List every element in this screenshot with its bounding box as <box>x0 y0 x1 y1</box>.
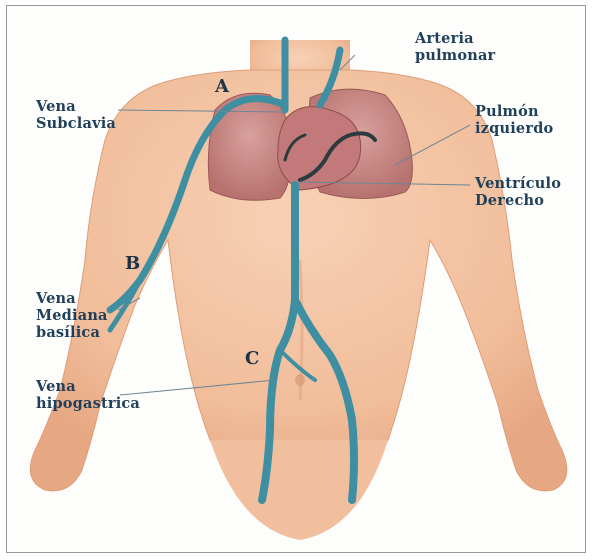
marker-a: A <box>215 78 229 96</box>
marker-b: B <box>125 255 140 273</box>
label-mediana-line-1: Vena <box>36 290 108 307</box>
label-subclavia-line-2: Subclavia <box>36 115 116 132</box>
label-pulmon-line-2: izquierdo <box>475 120 553 137</box>
label-pulmon-izquierdo: Pulmón izquierdo <box>475 103 553 137</box>
label-mediana-line-3: basílica <box>36 324 108 341</box>
label-pulmon-line-1: Pulmón <box>475 103 553 120</box>
label-subclavia-line-1: Vena <box>36 98 116 115</box>
label-vena-subclavia: Vena Subclavia <box>36 98 116 132</box>
marker-c: C <box>245 350 259 368</box>
label-vena-hipogastrica: Vena hipogastrica <box>36 378 140 412</box>
label-arteria-line-2: pulmonar <box>415 47 495 64</box>
label-hipogastrica-line-2: hipogastrica <box>36 395 140 412</box>
label-vena-mediana-basilica: Vena Mediana basílica <box>36 290 108 341</box>
label-arteria-line-1: Arteria <box>415 30 495 47</box>
label-arteria-pulmonar: Arteria pulmonar <box>415 30 495 64</box>
label-mediana-line-2: Mediana <box>36 307 108 324</box>
label-ventriculo-line-1: Ventrículo <box>475 175 561 192</box>
label-ventriculo-derecho: Ventrículo Derecho <box>475 175 561 209</box>
label-ventriculo-line-2: Derecho <box>475 192 561 209</box>
label-hipogastrica-line-1: Vena <box>36 378 140 395</box>
